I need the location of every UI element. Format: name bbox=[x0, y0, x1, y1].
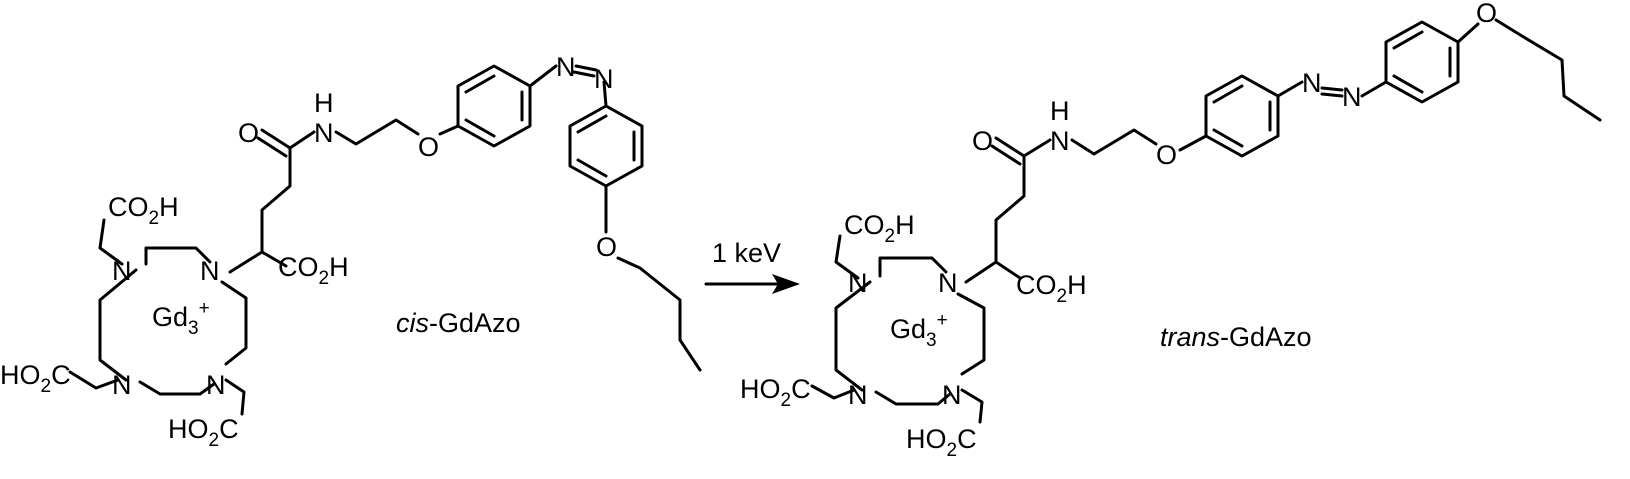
atom-o: O bbox=[238, 118, 259, 148]
reaction-arrow: 1 keV bbox=[704, 238, 800, 294]
ho2c-label: HO2C bbox=[740, 374, 811, 411]
arrow-label: 1 keV bbox=[712, 238, 781, 268]
cis-gdazo-structure: N N N N Gd3+ CO2H CO2H HO2C HO2C O N H O… bbox=[0, 52, 702, 451]
trans-gdazo-label: trans-GdAzo bbox=[1160, 322, 1312, 352]
atom-n: N bbox=[206, 370, 226, 400]
atom-o: O bbox=[596, 232, 617, 262]
atom-n: N bbox=[594, 64, 614, 94]
atom-n: N bbox=[314, 118, 334, 148]
atom-n: N bbox=[1342, 82, 1362, 112]
atom-n: N bbox=[112, 370, 132, 400]
co2h-label: CO2H bbox=[844, 210, 915, 247]
atom-o: O bbox=[1476, 0, 1497, 28]
atom-n: N bbox=[942, 380, 962, 410]
atom-n: N bbox=[1302, 68, 1322, 98]
arrowhead-icon bbox=[772, 274, 800, 294]
ho2c-label: HO2C bbox=[168, 414, 239, 451]
trans-gdazo-structure: N N N N Gd3+ CO2H CO2H HO2C HO2C O N H O… bbox=[740, 0, 1602, 461]
ho2c-label: HO2C bbox=[0, 360, 71, 397]
atom-n: N bbox=[938, 268, 958, 298]
atom-h: H bbox=[314, 88, 334, 118]
atom-o: O bbox=[418, 132, 439, 162]
atom-n: N bbox=[848, 268, 868, 298]
atom-o: O bbox=[972, 126, 993, 156]
gd-label: Gd3+ bbox=[152, 298, 210, 339]
atom-n: N bbox=[1050, 126, 1070, 156]
ho2c-label: HO2C bbox=[906, 424, 977, 461]
atom-n: N bbox=[200, 256, 220, 286]
atom-n: N bbox=[112, 256, 132, 286]
gd-label: Gd3+ bbox=[890, 310, 948, 351]
atom-n: N bbox=[848, 380, 868, 410]
cis-gdazo-label: cis-GdAzo bbox=[396, 308, 521, 338]
co2h-label: CO2H bbox=[108, 192, 179, 229]
co2h-label: CO2H bbox=[1016, 270, 1087, 307]
atom-o: O bbox=[1156, 140, 1177, 170]
atom-n: N bbox=[556, 52, 576, 82]
co2h-label: CO2H bbox=[278, 252, 349, 289]
atom-h: H bbox=[1050, 96, 1070, 126]
